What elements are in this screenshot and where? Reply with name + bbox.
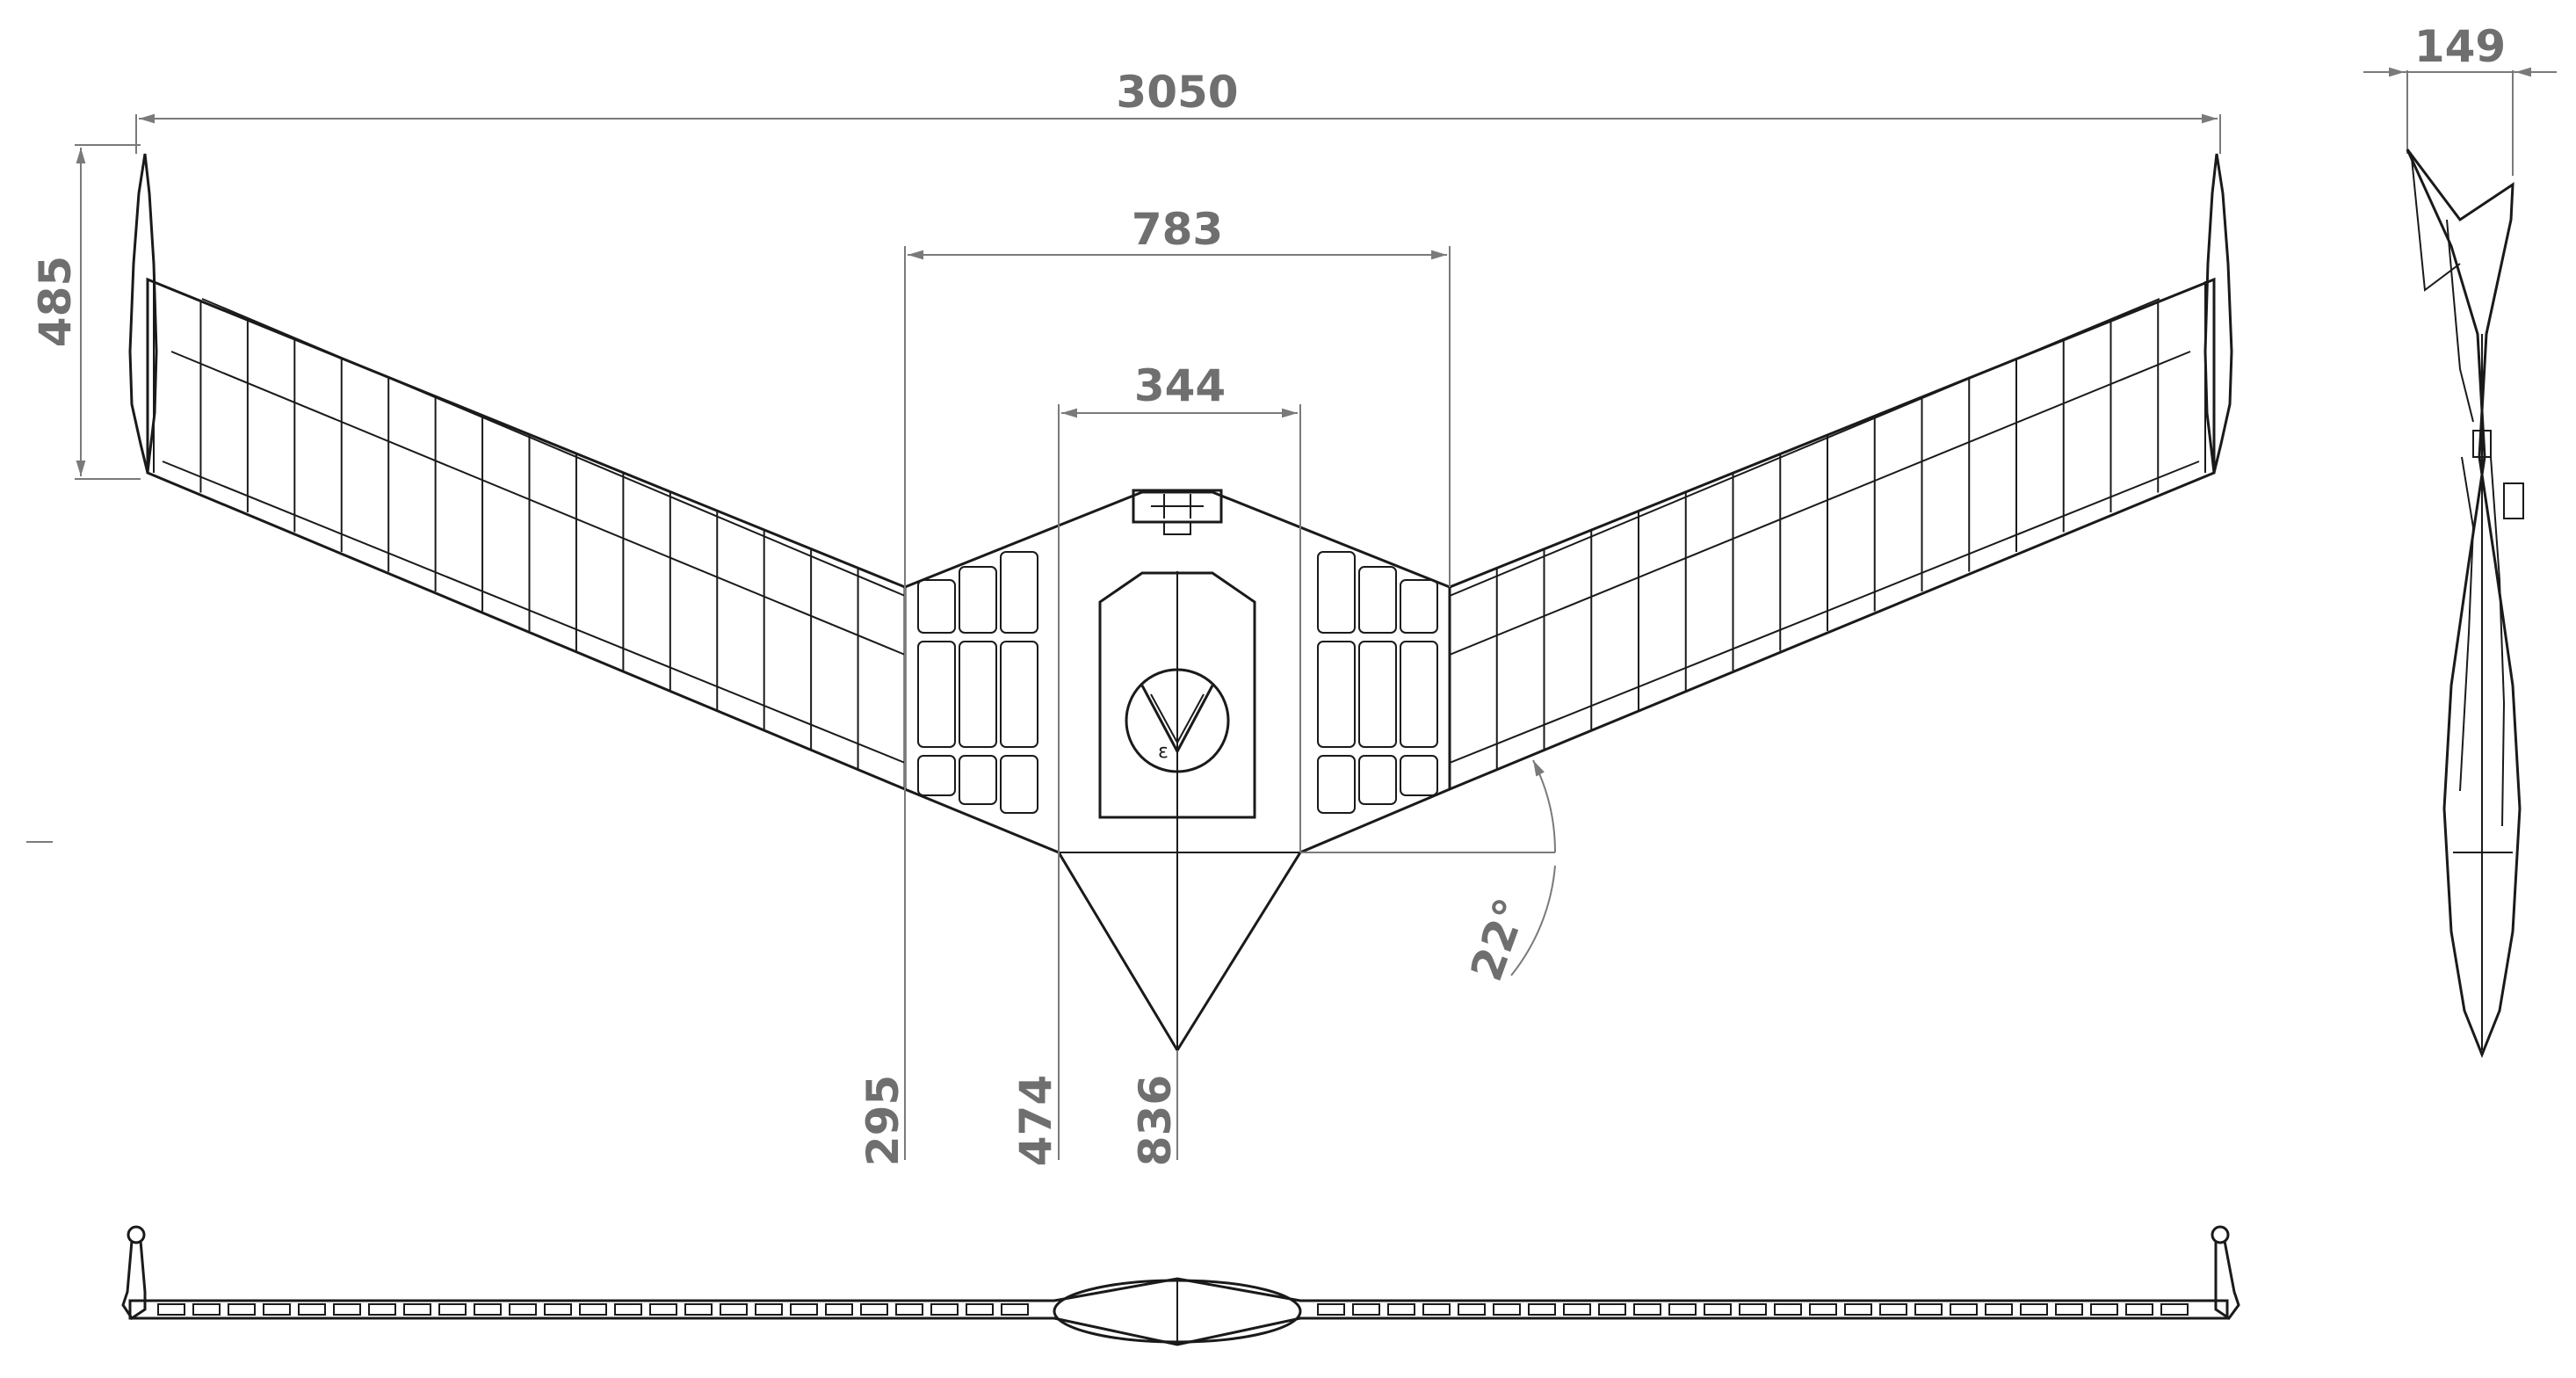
front-slot [614, 1303, 642, 1316]
wingspan-label: 3050 [1116, 67, 1238, 118]
right-wing [1448, 153, 2233, 792]
dimension-sweep-angle: 22° [1300, 759, 1557, 988]
front-slot [966, 1303, 994, 1316]
logo-emblem: ε [1125, 668, 1230, 773]
front-slot [2160, 1303, 2189, 1316]
front-slot [1352, 1303, 1380, 1316]
center-section: ε [903, 489, 1451, 1055]
front-slot [825, 1303, 853, 1316]
front-slot [2055, 1303, 2083, 1316]
svg-text:ε: ε [1158, 741, 1169, 763]
front-slot [228, 1303, 256, 1316]
front-view [121, 1225, 2240, 1346]
sweep-angle-label: 22° [1461, 892, 1538, 988]
dimension-center-width: 783 [904, 204, 1451, 1160]
side-thickness-label: 149 [2414, 21, 2506, 72]
front-slot [1422, 1303, 1451, 1316]
front-slot [579, 1303, 607, 1316]
front-slot [1528, 1303, 1556, 1316]
left-wing [128, 153, 907, 792]
front-slot [474, 1303, 502, 1316]
front-slot [2090, 1303, 2118, 1316]
front-slot [1739, 1303, 1767, 1316]
right-wing-ribs [1449, 281, 2206, 789]
front-slot [438, 1303, 467, 1316]
front-view-right-tip [2211, 1225, 2240, 1321]
front-slot [1844, 1303, 1872, 1316]
front-slot [1563, 1303, 1591, 1316]
front-slot [2020, 1303, 2048, 1316]
length-295-label: 295 [857, 1075, 908, 1166]
front-slot [509, 1303, 537, 1316]
front-slot [860, 1303, 888, 1316]
dimension-tip-height: 485 [30, 144, 141, 480]
front-slot [1633, 1303, 1661, 1316]
front-slot [192, 1303, 221, 1316]
front-slot [333, 1303, 361, 1316]
fuselage-hatch [1098, 571, 1256, 819]
top-view: ε 3050 783 [26, 67, 2233, 1166]
front-slot [1950, 1303, 1978, 1316]
front-slot [298, 1303, 326, 1316]
front-slot [544, 1303, 572, 1316]
front-slot [2125, 1303, 2153, 1316]
front-slot [1458, 1303, 1486, 1316]
center-width-label: 783 [1132, 204, 1223, 255]
tip-height-label: 485 [30, 256, 81, 347]
front-slot [1493, 1303, 1521, 1316]
front-slot [1598, 1303, 1626, 1316]
front-slot [1317, 1303, 1345, 1316]
front-view-slots [157, 1303, 2189, 1316]
front-slot [1914, 1303, 1943, 1316]
length-836-label: 836 [1130, 1075, 1181, 1166]
front-slot [263, 1303, 291, 1316]
left-wing-ribs [153, 281, 906, 789]
fuselage-width-label: 344 [1134, 360, 1226, 411]
nose-unit [1132, 489, 1223, 535]
front-slot [368, 1303, 396, 1316]
center-right-panels [1317, 551, 1438, 814]
front-slot [1704, 1303, 1732, 1316]
front-slot [720, 1303, 748, 1316]
front-slot [930, 1303, 959, 1316]
center-left-panels [917, 551, 1038, 814]
front-slot [1985, 1303, 2013, 1316]
front-slot [649, 1303, 677, 1316]
front-slot [1387, 1303, 1415, 1316]
front-slot [790, 1303, 818, 1316]
front-slot [403, 1303, 431, 1316]
side-view: 149 [2363, 21, 2557, 1059]
dimension-wingspan: 3050 [135, 67, 2221, 154]
front-slot [755, 1303, 783, 1316]
front-slot [895, 1303, 923, 1316]
length-474-label: 474 [1010, 1075, 1061, 1166]
dimension-fuselage-width: 344 [1058, 360, 1301, 1160]
front-slot [1774, 1303, 1802, 1316]
front-slot [684, 1303, 713, 1316]
front-slot [1879, 1303, 1907, 1316]
front-slot [1809, 1303, 1837, 1316]
front-slot [1668, 1303, 1697, 1316]
front-slot [1001, 1303, 1029, 1316]
dimension-lengths: 295 474 836 [857, 1050, 1181, 1166]
front-view-left-tip [121, 1225, 147, 1321]
front-slot [157, 1303, 185, 1316]
